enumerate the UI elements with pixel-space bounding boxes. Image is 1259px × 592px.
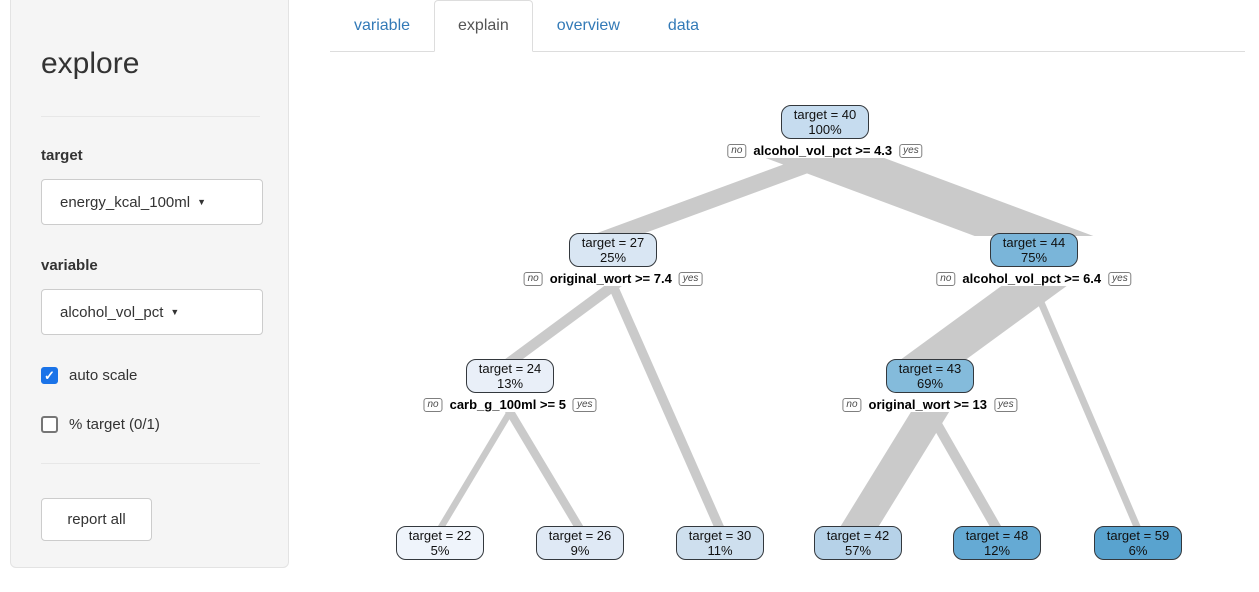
node-label: target = 40 [793, 107, 857, 122]
tree-edge-n43-l48 [924, 412, 1003, 529]
split-condition: alcohol_vol_pct >= 6.4 [962, 271, 1102, 286]
target-select-value: energy_kcal_100ml [60, 193, 191, 211]
tree-edge-n40-n27 [589, 158, 849, 236]
tab-variable[interactable]: variable [354, 16, 411, 34]
node-label: target = 27 [581, 235, 645, 250]
divider [41, 463, 260, 464]
no-badge: no [727, 143, 747, 158]
split-label-n44: no alcohol_vol_pct >= 6.4 yes [936, 271, 1132, 286]
split-label-n43: no original_wort >= 13 yes [842, 397, 1018, 412]
auto-scale-checkbox[interactable]: ✓ [41, 367, 58, 384]
node-label: target = 48 [965, 528, 1029, 543]
node-label: target = 44 [1002, 235, 1066, 250]
no-badge: no [523, 271, 543, 286]
yes-badge: yes [1108, 271, 1132, 286]
explore-sidebar: explore target energy_kcal_100ml ▼ varia… [10, 0, 289, 568]
node-percent: 75% [1020, 250, 1048, 265]
tree-edge-n43-l42 [838, 412, 950, 529]
node-percent: 5% [430, 543, 450, 558]
tree-edge-n40-n44 [765, 158, 1094, 236]
split-label-n24: no carb_g_100ml >= 5 yes [423, 397, 597, 412]
node-label: target = 30 [688, 528, 752, 543]
divider [41, 116, 260, 117]
auto-scale-label: auto scale [69, 367, 138, 384]
node-percent: 11% [707, 543, 733, 558]
tree-edge-n44-l59 [1030, 286, 1142, 529]
tree-edge-n24-l26 [505, 412, 585, 529]
node-percent: 12% [983, 543, 1011, 558]
tree-edge-n24-l22 [436, 412, 514, 529]
node-percent: 25% [599, 250, 627, 265]
node-label: target = 43 [898, 361, 962, 376]
node-percent: 69% [916, 376, 944, 391]
node-percent: 9% [570, 543, 590, 558]
tree-edge-n27-n24 [501, 286, 622, 362]
node-label: target = 42 [826, 528, 890, 543]
tab-data[interactable]: data [667, 16, 700, 34]
target-label: target [41, 147, 83, 164]
split-condition: original_wort >= 7.4 [549, 271, 672, 286]
report-all-button[interactable]: report all [41, 498, 152, 541]
yes-badge: yes [899, 143, 923, 158]
node-label: target = 22 [408, 528, 472, 543]
yes-badge: yes [994, 397, 1018, 412]
no-badge: no [842, 397, 862, 412]
split-label-n27: no original_wort >= 7.4 yes [523, 271, 703, 286]
split-condition: carb_g_100ml >= 5 [449, 397, 566, 412]
variable-label: variable [41, 257, 98, 274]
tree-edge-n44-n43 [897, 286, 1067, 362]
node-label: target = 26 [548, 528, 612, 543]
split-label-n40: no alcohol_vol_pct >= 4.3 yes [727, 143, 923, 158]
tree-edge-n27-l30 [607, 286, 726, 529]
pct-target-label: % target (0/1) [69, 416, 160, 433]
pct-target-checkbox[interactable] [41, 416, 58, 433]
node-percent: 6% [1128, 543, 1148, 558]
no-badge: no [423, 397, 443, 412]
tab-bar: variable explain overview data [330, 0, 1245, 52]
split-condition: original_wort >= 13 [868, 397, 988, 412]
target-select[interactable]: energy_kcal_100ml ▼ [41, 179, 263, 225]
sidebar-title: explore [41, 47, 140, 80]
node-percent: 100% [808, 122, 842, 137]
auto-scale-checkbox-row[interactable]: ✓ auto scale [41, 367, 137, 384]
split-condition: alcohol_vol_pct >= 4.3 [753, 143, 893, 158]
pct-target-checkbox-row[interactable]: % target (0/1) [41, 416, 160, 433]
node-percent: 57% [844, 543, 872, 558]
yes-badge: yes [572, 397, 597, 412]
variable-select-value: alcohol_vol_pct [60, 303, 164, 321]
chevron-down-icon: ▼ [197, 197, 206, 207]
node-percent: 13% [496, 376, 524, 391]
tab-overview[interactable]: overview [556, 16, 620, 34]
node-label: target = 24 [478, 361, 542, 376]
variable-select[interactable]: alcohol_vol_pct ▼ [41, 289, 263, 335]
yes-badge: yes [678, 271, 703, 286]
tab-explain[interactable]: explain [434, 0, 533, 52]
node-label: target = 59 [1106, 528, 1170, 543]
chevron-down-icon: ▼ [170, 307, 180, 317]
no-badge: no [936, 271, 956, 286]
